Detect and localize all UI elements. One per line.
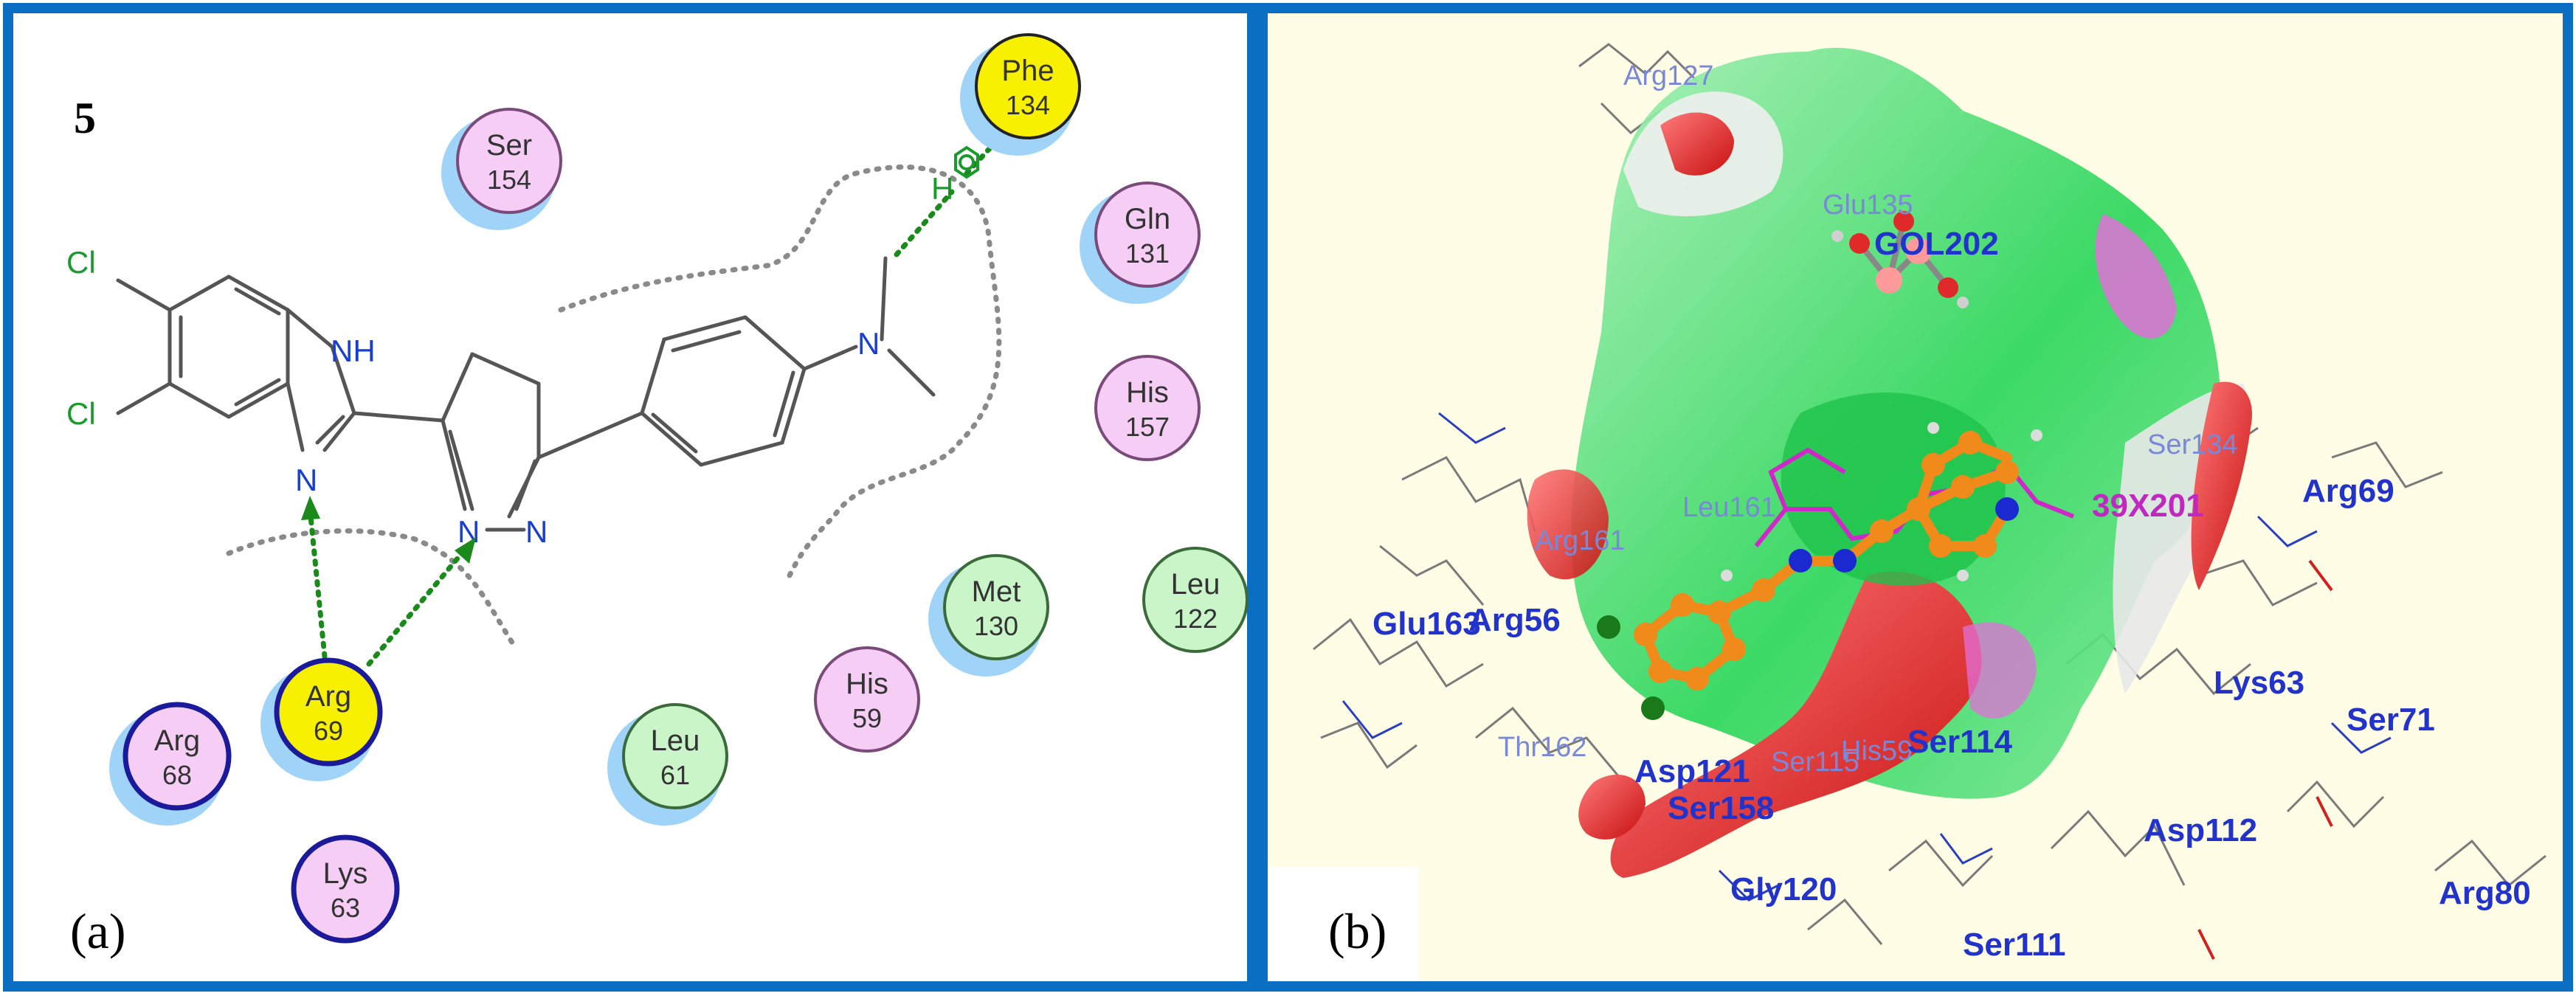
residue-number: 134 [1006, 90, 1050, 120]
interaction-lines [307, 122, 1014, 667]
pi-ring-icon [954, 145, 979, 179]
pocket-outline [226, 164, 1002, 652]
residue-name: Met [972, 575, 1021, 608]
residue-circle [122, 702, 232, 811]
residue-circle [274, 657, 383, 767]
residue-number: 157 [1125, 412, 1170, 442]
panel-a-label: (a) [70, 903, 125, 959]
n-pyrazole-right-label: N [525, 514, 548, 549]
panel-b-3d-binding-pocket [1257, 3, 2573, 992]
ligand-bonds [116, 256, 936, 532]
residue-number: 59 [852, 703, 882, 733]
residue-name: Arg [305, 680, 351, 713]
residue-circle [1094, 355, 1201, 461]
residue-circle [456, 108, 562, 214]
residue-number: 63 [331, 893, 360, 923]
panel-a-2d-interaction-diagram [3, 3, 1257, 992]
n-imidazole-label: N [295, 463, 317, 497]
ligand-atom-labels: Cl Cl NH N N N N H [66, 171, 953, 549]
residue-name: His [846, 668, 888, 700]
residue-name: His [1126, 376, 1169, 409]
residue-circle [622, 703, 728, 809]
interaction-diagram-svg: 5 [66, 33, 1249, 959]
residue-circle [814, 646, 920, 753]
residue-name: Phe [1001, 55, 1054, 87]
residue-name: Leu [1171, 568, 1220, 601]
residue-circle [943, 554, 1049, 660]
residue-number: 68 [162, 760, 192, 790]
residue-circle [291, 834, 400, 944]
residue-arg69: Arg69 [260, 657, 383, 781]
residue-bubbles: Phe134Ser154Gln131His157Leu122Met130His5… [109, 33, 1249, 944]
residue-number: 61 [660, 760, 690, 790]
panel-divider [1254, 3, 1263, 992]
residue-number: 130 [974, 611, 1018, 641]
residue-circle [1094, 181, 1201, 288]
nh-label: NH [331, 333, 376, 368]
residue-his59: His59 [814, 646, 920, 753]
residue-number: 154 [487, 165, 531, 195]
compound-number: 5 [74, 94, 96, 142]
residue-number: 122 [1173, 604, 1218, 634]
residue-name: Gln [1125, 203, 1170, 235]
residue-name: Ser [486, 129, 532, 162]
residue-name: Lys [323, 857, 368, 890]
residue-circle [975, 33, 1081, 139]
residue-name: Arg [154, 724, 200, 757]
n-amine-label: N [857, 326, 880, 361]
residue-number: 131 [1125, 238, 1170, 269]
residue-circle [1142, 547, 1249, 653]
residue-name: Leu [651, 724, 700, 757]
cl-top-label: Cl [66, 245, 96, 280]
cl-bottom-label: Cl [66, 396, 96, 431]
residue-number: 69 [314, 716, 343, 746]
interaction-arrowheads [301, 496, 476, 564]
residue-lys63: Lys63 [291, 834, 400, 944]
